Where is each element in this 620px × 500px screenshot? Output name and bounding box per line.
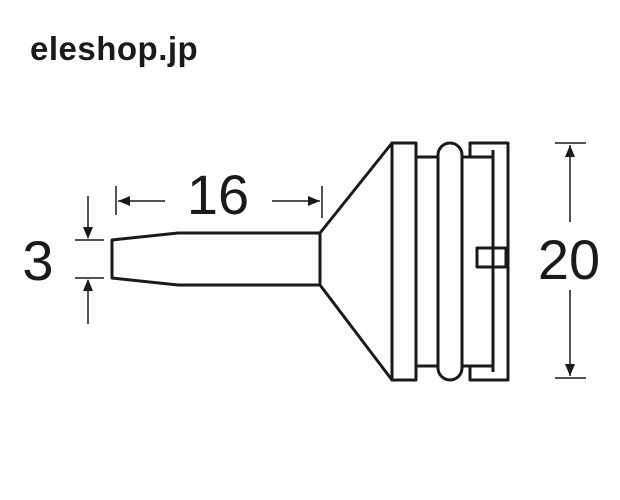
dim-16-left-arrow xyxy=(118,196,130,206)
dim-16-right-arrow xyxy=(308,196,320,206)
nozzle-flange xyxy=(390,141,418,382)
nozzle-rear-body xyxy=(462,141,510,382)
dim-3-bottom-arrow xyxy=(83,279,93,291)
dim-body-diameter-label: 20 xyxy=(538,228,600,291)
dim-3-top-arrow xyxy=(83,227,93,239)
nozzle-tip xyxy=(110,231,322,287)
site-logo-text: eleshop.jp xyxy=(30,30,199,67)
nozzle-cone xyxy=(318,141,394,382)
dim-tip-length-label: 16 xyxy=(187,163,249,226)
dim-20-bottom-arrow xyxy=(565,364,575,376)
nozzle-neck xyxy=(414,155,440,368)
dim-20-top-arrow xyxy=(565,145,575,157)
nozzle-key-slot xyxy=(475,246,508,269)
nozzle-oring xyxy=(436,141,464,382)
dim-tip-diameter-label: 3 xyxy=(22,229,53,292)
